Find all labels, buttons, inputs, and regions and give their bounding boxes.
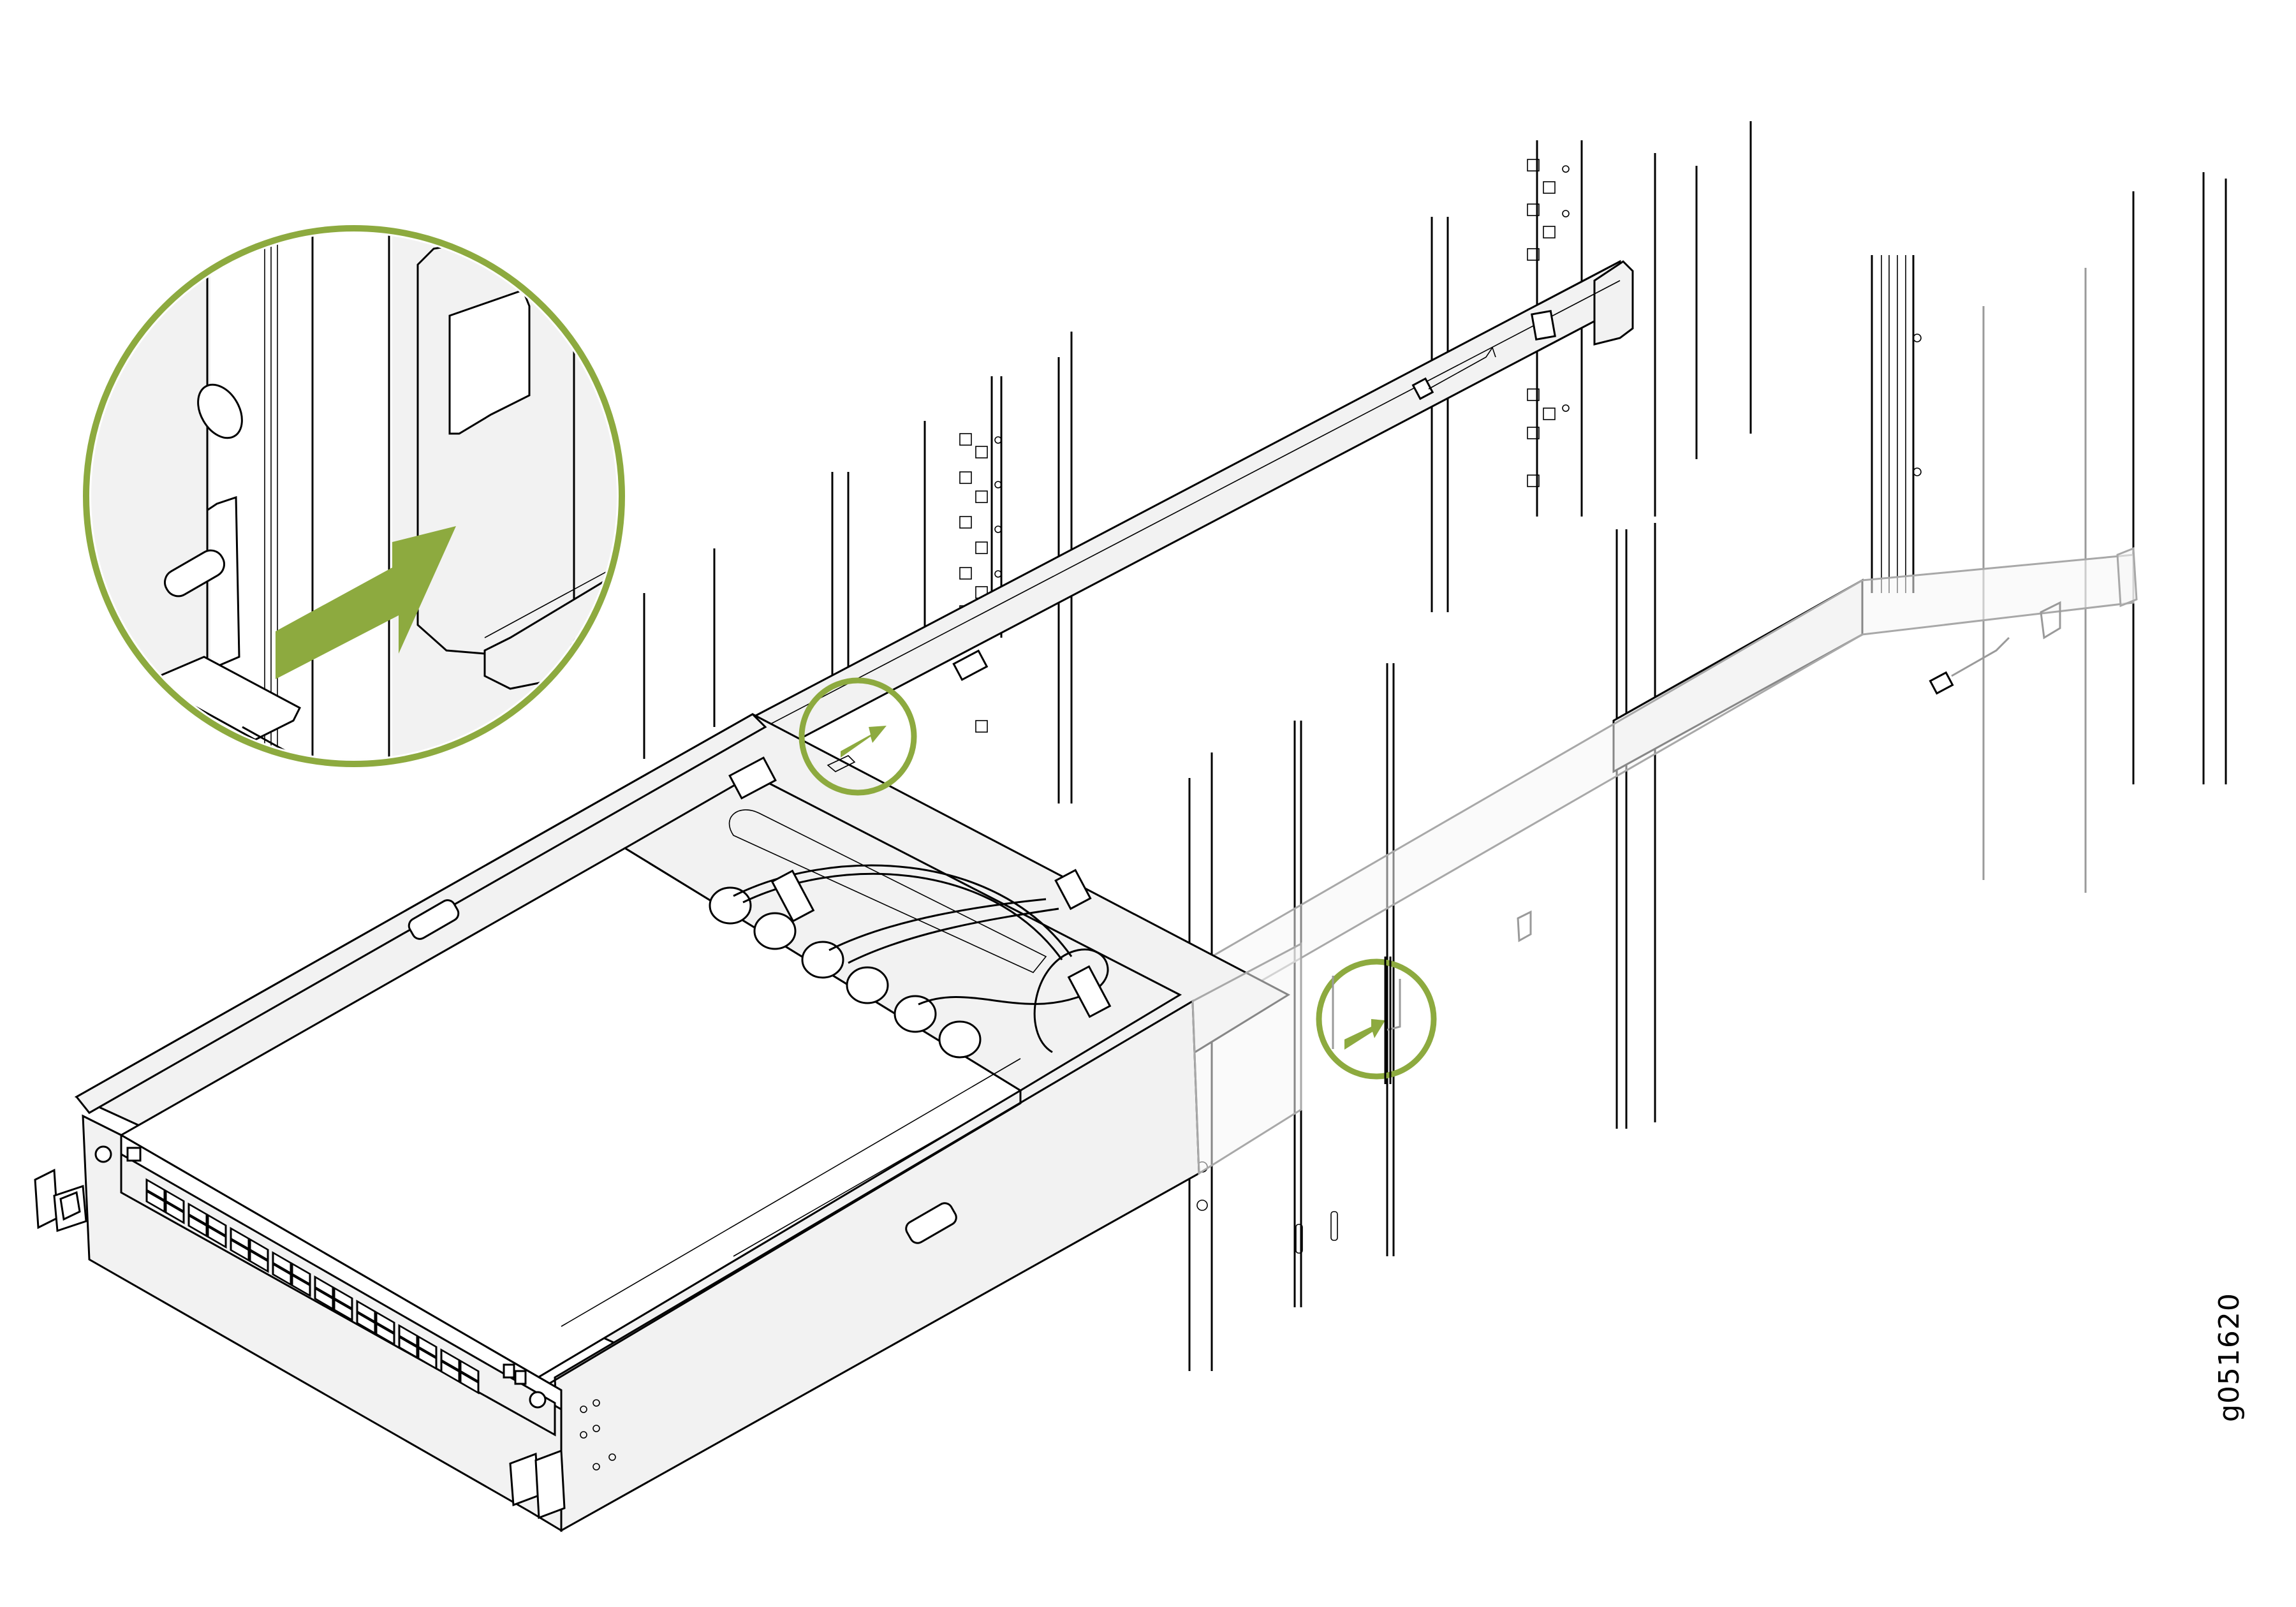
post-perforations-right xyxy=(1527,159,1570,487)
right-rail xyxy=(1211,547,2138,1009)
left-rail-engagement-callout xyxy=(798,677,917,796)
internal-cables xyxy=(733,864,1112,1053)
left-insert-arrow xyxy=(841,726,887,758)
right-rail-engagement-callout xyxy=(1316,957,1437,1084)
front-post-slots xyxy=(1196,1161,1338,1254)
mgmt-port-left xyxy=(126,1147,142,1162)
front-panel xyxy=(34,1114,616,1532)
right-insert-arrow xyxy=(1344,1019,1385,1050)
detail-insert-arrow xyxy=(276,526,456,679)
magnified-detail-callout xyxy=(83,225,625,767)
chassis-handle-right xyxy=(509,1449,566,1520)
rail-latch xyxy=(952,309,1556,681)
figure-id-label: g051620 xyxy=(2213,1293,2246,1422)
switch-chassis xyxy=(74,713,1302,1532)
post-perforations-left xyxy=(959,433,1002,733)
rail-latch-right xyxy=(1517,601,2061,943)
far-right-post xyxy=(1871,172,2227,893)
fan-modules xyxy=(709,886,982,1059)
captive-screw-left xyxy=(94,1145,112,1163)
chassis-handle-left xyxy=(34,1168,87,1233)
captive-screw-right xyxy=(529,1391,547,1409)
qsfp-port-groups xyxy=(145,1178,480,1395)
left-rail xyxy=(745,260,1634,767)
mgmt-port-right xyxy=(503,1363,515,1379)
